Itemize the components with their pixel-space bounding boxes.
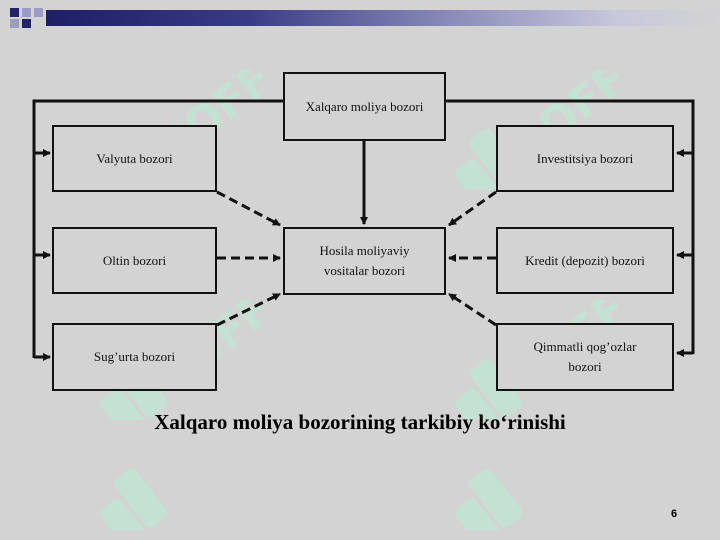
header-decoration bbox=[0, 8, 720, 28]
node-label: Kredit (depozit) bozori bbox=[525, 252, 645, 268]
edge-right-3-center bbox=[448, 292, 497, 327]
edge-left-1-center bbox=[216, 190, 281, 227]
soff-watermark bbox=[100, 468, 168, 530]
node-label: Xalqaro moliya bozori bbox=[305, 98, 424, 114]
edge-left-3-center bbox=[216, 292, 281, 327]
soff-watermark bbox=[455, 468, 523, 530]
edge-top-left-bus bbox=[32, 99, 283, 358]
node-label: Oltin bozori bbox=[102, 252, 167, 268]
header-square bbox=[22, 19, 31, 28]
header-square bbox=[10, 8, 19, 17]
node-gold-market: Oltin bozori bbox=[52, 227, 217, 294]
node-insurance-market: Sug’urta bozori bbox=[52, 323, 217, 391]
header-square bbox=[34, 8, 43, 17]
diagram-caption: Xalqaro moliya bozorining tarkibiy ko‘ri… bbox=[154, 410, 566, 434]
node-label: Sug’urta bozori bbox=[93, 349, 176, 364]
header-gradient-bar bbox=[46, 10, 720, 26]
node-derivatives-market: Hosila moliyaviy vositalar bozori bbox=[283, 227, 446, 295]
node-label-line: Qimmatli qog’ozlar bbox=[533, 339, 637, 354]
node-label-line: Hosila moliyaviy bbox=[319, 243, 410, 258]
node-label: Investitsiya bozori bbox=[536, 150, 634, 166]
node-international-financial-market: Xalqaro moliya bozori bbox=[283, 72, 446, 141]
node-label: Valyuta bozori bbox=[96, 150, 173, 166]
edge-right-1-center bbox=[448, 190, 497, 227]
node-investment-market: Investitsiya bozori bbox=[496, 125, 674, 192]
node-label-line: vositalar bozori bbox=[323, 263, 406, 278]
node-credit-market: Kredit (depozit) bozori bbox=[496, 227, 674, 294]
header-square bbox=[10, 19, 19, 28]
edge-top-right-bus bbox=[446, 99, 695, 354]
node-securities-market: Qimmatli qog’ozlar bozori bbox=[496, 323, 674, 391]
page-number: 6 bbox=[670, 508, 678, 520]
header-square bbox=[22, 8, 31, 17]
node-currency-market: Valyuta bozori bbox=[52, 125, 217, 192]
node-label-line: bozori bbox=[568, 359, 602, 374]
